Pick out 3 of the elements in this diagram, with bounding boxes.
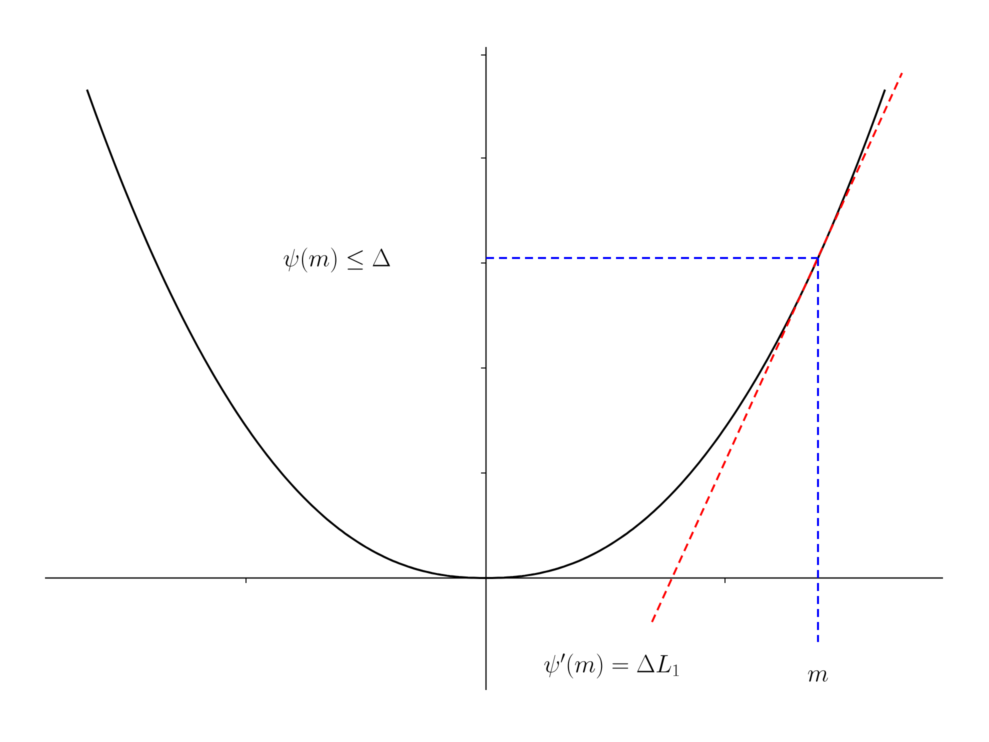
formula-label: $\psi(m)\leq\Delta$: [284, 248, 390, 272]
formula-label: $\psi'(m)=\Delta L_1$: [544, 654, 679, 678]
formula-label: $m$: [808, 670, 828, 682]
